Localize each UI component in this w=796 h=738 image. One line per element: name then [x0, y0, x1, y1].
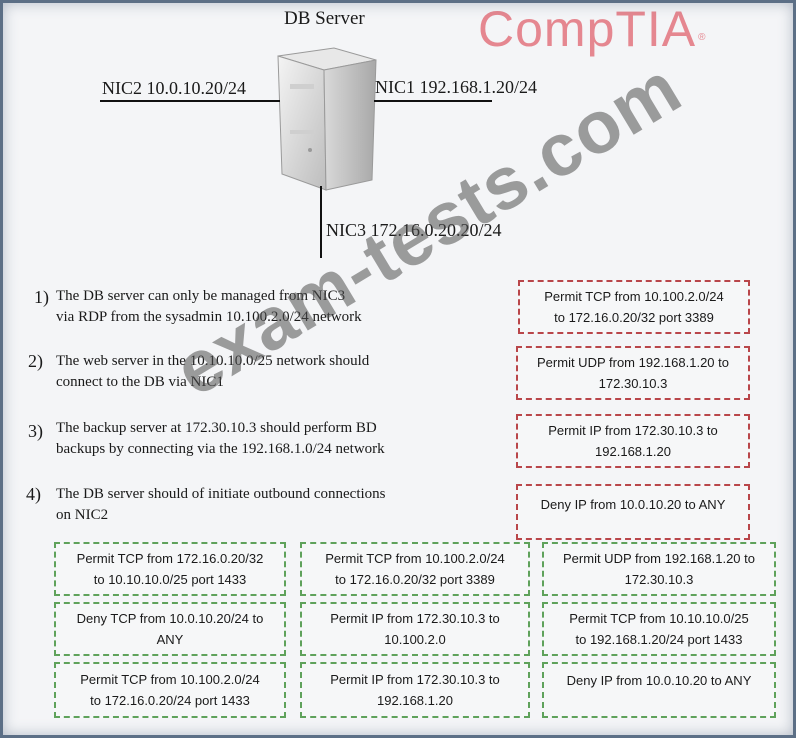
nic1-label: NIC1 192.168.1.20/24 — [375, 77, 537, 97]
requirement-number: 4) — [26, 484, 41, 504]
requirement-text: The DB server should of initiate outboun… — [56, 486, 386, 523]
requirement-text: The DB server can only be managed from N… — [56, 288, 362, 325]
server-icon — [277, 47, 377, 191]
server-title: DB Server — [284, 8, 365, 29]
nic3-label: NIC3 172.16.0.20.20/24 — [326, 220, 502, 240]
requirement-number: 2) — [28, 351, 43, 371]
nic2-line — [100, 100, 280, 102]
nic3-line — [320, 186, 322, 258]
nic1-line — [374, 100, 492, 102]
nic2-label: NIC2 10.0.10.20/24 — [102, 78, 246, 98]
requirement-number: 1) — [34, 287, 49, 307]
requirement-text: The backup server at 172.30.10.3 should … — [56, 420, 385, 457]
comptia-logo: CompTIA® — [478, 0, 707, 58]
logo-text: CompTIA — [478, 1, 697, 57]
requirement-number: 3) — [28, 421, 43, 441]
answer-slot-4[interactable]: Deny IP from 10.0.10.20 to ANY — [516, 484, 750, 540]
requirement-text: The web server in the 10.10.10.0/25 netw… — [56, 353, 370, 390]
option-rule[interactable]: Deny IP from 10.0.10.20 to ANY — [542, 662, 776, 718]
logo-registered-mark: ® — [698, 32, 707, 43]
